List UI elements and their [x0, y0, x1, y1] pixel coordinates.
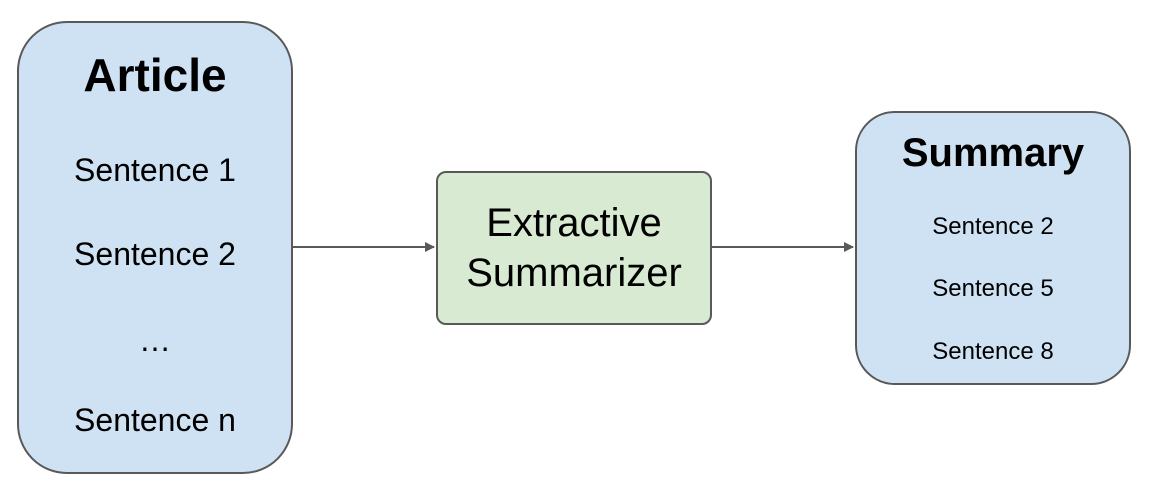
summary-sentence-2: Sentence 2: [932, 213, 1054, 240]
summary-title: Summary: [901, 131, 1085, 175]
article-sentence-2: Sentence 2: [74, 236, 236, 272]
article-ellipsis: …: [139, 322, 171, 358]
summary-sentence-5: Sentence 5: [932, 275, 1054, 302]
summarizer-label: Extractive Summarizer: [438, 173, 710, 323]
summarizer-label-line-1: Extractive: [486, 201, 662, 245]
summary-box: Summary Sentence 2 Sentence 5 Sentence 8: [855, 111, 1131, 385]
article-sentence-1: Sentence 1: [74, 152, 236, 188]
article-box: Article Sentence 1 Sentence 2 … Sentence…: [17, 21, 293, 474]
article-sentence-n: Sentence n: [74, 402, 236, 438]
summary-sentence-8: Sentence 8: [932, 338, 1054, 365]
summarizer-label-line-2: Summarizer: [466, 251, 682, 295]
extractive-summarizer-box: Extractive Summarizer: [436, 171, 712, 325]
article-title: Article: [83, 49, 227, 101]
